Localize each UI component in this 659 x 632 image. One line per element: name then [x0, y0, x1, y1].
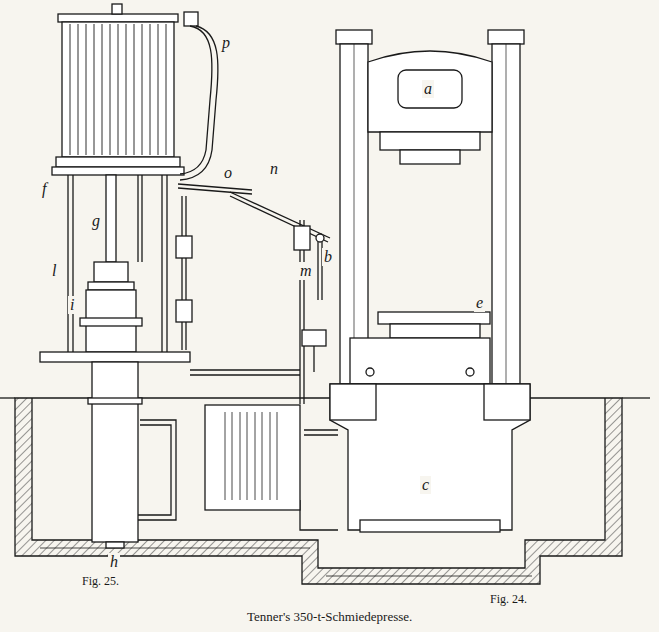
callout-letter: a: [422, 80, 434, 98]
callout-letter: i: [68, 296, 76, 314]
callout-letter: e: [474, 294, 485, 312]
callout-letter: b: [322, 248, 334, 266]
callout-letter: o: [222, 164, 234, 182]
figure-number: Fig. 24.: [488, 592, 529, 606]
callout-letter: h: [108, 553, 120, 571]
callout-letter: g: [90, 212, 102, 230]
callout-letter: l: [50, 262, 58, 280]
callout-letter: c: [420, 476, 431, 494]
callout-letter: f: [40, 180, 48, 198]
callout-letter: p: [220, 34, 232, 52]
callout-letter: n: [268, 160, 280, 178]
figure-caption: Tenner's 350-t-Schmiedepresse.: [244, 608, 415, 626]
callout-letter: m: [298, 262, 314, 280]
figure-number: Fig. 25.: [80, 574, 121, 588]
